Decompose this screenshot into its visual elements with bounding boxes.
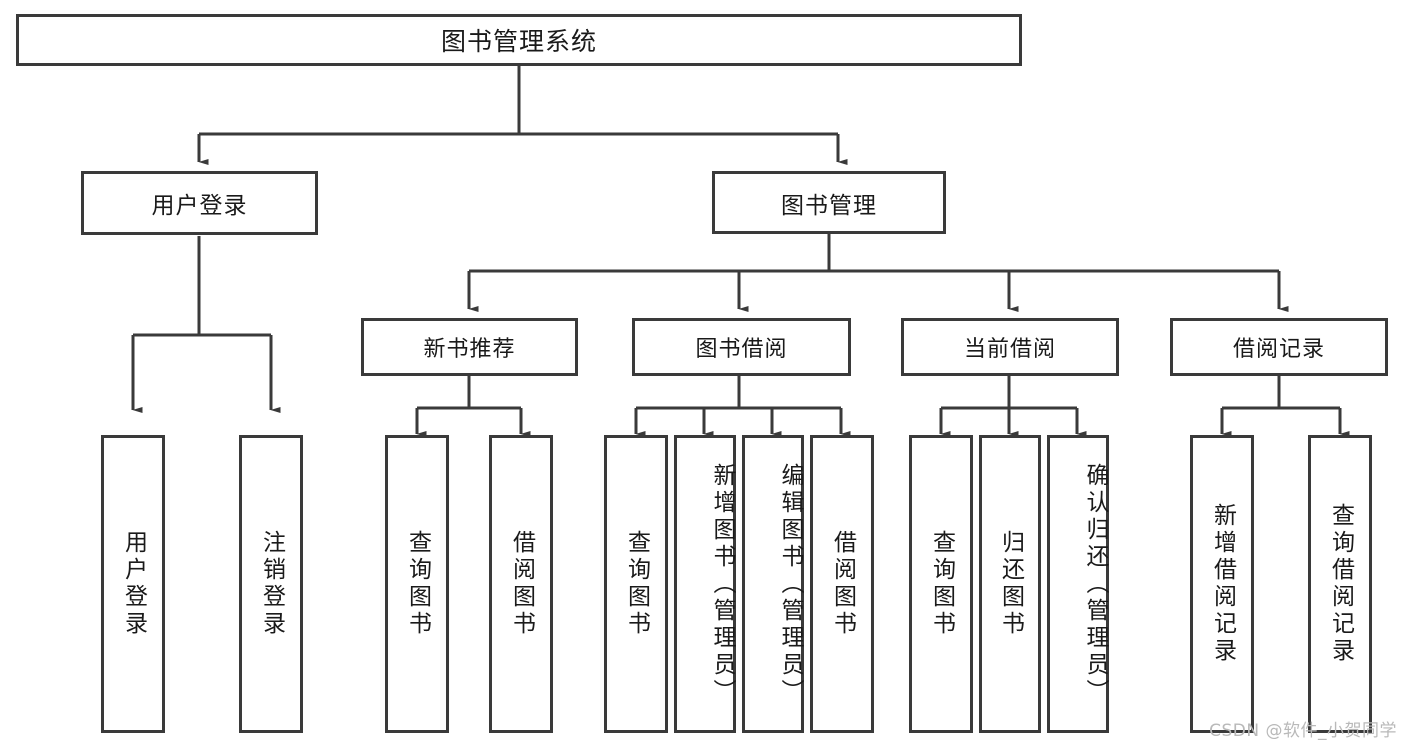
- node-user-login[interactable]: 用户登录: [81, 171, 318, 235]
- leaf-borrow-book-2-label: 借阅图书: [829, 530, 856, 638]
- node-root-label: 图书管理系统: [440, 27, 597, 56]
- leaf-query-book-1[interactable]: 查询图书: [385, 435, 449, 733]
- node-current-borrow[interactable]: 当前借阅: [901, 318, 1119, 376]
- leaf-user-login[interactable]: 用户登录: [101, 435, 165, 733]
- leaf-borrow-book-2[interactable]: 借阅图书: [810, 435, 874, 733]
- leaf-return-book-label: 归还图书: [997, 530, 1024, 638]
- leaf-edit-book-label: 编辑图书（管理员）: [777, 462, 803, 706]
- leaf-query-book-2[interactable]: 查询图书: [604, 435, 668, 733]
- node-book-management-label: 图书管理: [781, 192, 877, 219]
- node-root[interactable]: 图书管理系统: [16, 14, 1022, 66]
- leaf-borrow-book-1[interactable]: 借阅图书: [489, 435, 553, 733]
- node-book-borrow-label: 图书借阅: [695, 337, 788, 362]
- leaf-return-book[interactable]: 归还图书: [979, 435, 1041, 733]
- leaf-borrow-book-1-label: 借阅图书: [508, 530, 535, 638]
- node-new-book-recommend-label: 新书推荐: [423, 337, 516, 362]
- leaf-query-record[interactable]: 查询借阅记录: [1308, 435, 1372, 733]
- leaf-query-record-label: 查询借阅记录: [1327, 503, 1354, 665]
- leaf-add-record-label: 新增借阅记录: [1209, 503, 1236, 665]
- csdn-watermark: CSDN @软件_小贺同学: [1209, 721, 1397, 741]
- node-user-login-label: 用户登录: [151, 193, 248, 219]
- node-book-borrow[interactable]: 图书借阅: [632, 318, 851, 376]
- leaf-add-book[interactable]: 新增图书（管理员）: [674, 435, 736, 733]
- leaf-edit-book[interactable]: 编辑图书（管理员）: [742, 435, 804, 733]
- leaf-user-login-label: 用户登录: [120, 530, 147, 638]
- leaf-logout-login[interactable]: 注销登录: [239, 435, 303, 733]
- leaf-query-book-1-label: 查询图书: [404, 530, 431, 638]
- leaf-add-book-label: 新增图书（管理员）: [709, 462, 735, 706]
- node-borrow-record-label: 借阅记录: [1232, 337, 1325, 362]
- node-new-book-recommend[interactable]: 新书推荐: [361, 318, 578, 376]
- node-book-management[interactable]: 图书管理: [712, 171, 946, 234]
- leaf-add-record[interactable]: 新增借阅记录: [1190, 435, 1254, 733]
- leaf-confirm-return-label: 确认归还（管理员）: [1082, 462, 1108, 706]
- node-borrow-record[interactable]: 借阅记录: [1170, 318, 1388, 376]
- leaf-query-book-3-label: 查询图书: [928, 530, 955, 638]
- leaf-query-book-2-label: 查询图书: [623, 530, 650, 638]
- node-current-borrow-label: 当前借阅: [963, 337, 1056, 362]
- leaf-confirm-return[interactable]: 确认归还（管理员）: [1047, 435, 1109, 733]
- leaf-logout-login-label: 注销登录: [258, 530, 285, 638]
- leaf-query-book-3[interactable]: 查询图书: [909, 435, 973, 733]
